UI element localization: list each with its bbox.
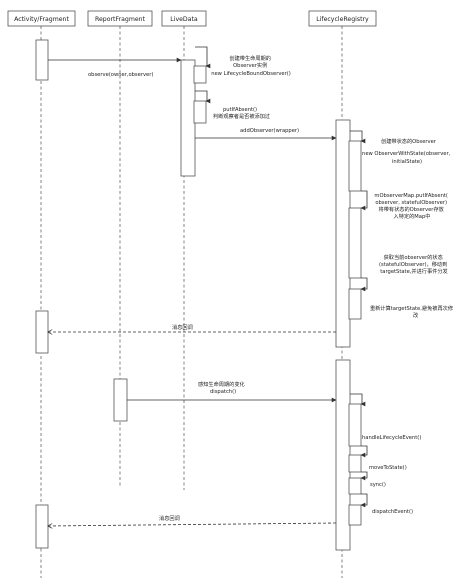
note-observer-map-line1: mObserverMap.putIfAbsent( bbox=[374, 193, 448, 199]
self-message-sync-arrow bbox=[360, 471, 368, 481]
note-create-observer-line2: Observer实例 bbox=[233, 61, 267, 69]
note-recalculate: 重新计算targetState,避免被再次修 改 bbox=[370, 304, 455, 319]
activation-registry-self-3 bbox=[348, 288, 362, 320]
note-move-to-state: moveToState() bbox=[369, 465, 407, 471]
activation-registry-1 bbox=[335, 119, 351, 348]
self-message-dispatch-event-arrow bbox=[360, 493, 368, 508]
participant-report-label: ReportFragment bbox=[95, 16, 146, 23]
note-put-if-absent-line2: 判断观察者是否被添加过 bbox=[213, 112, 270, 120]
note-create-state-observer: 创建带状态的Observer bbox=[381, 137, 437, 145]
note-observer-map-put: mObserverMap.putIfAbsent( observer, stat… bbox=[374, 193, 449, 220]
activation-livedata bbox=[180, 59, 196, 177]
participant-report: ReportFragment bbox=[87, 10, 153, 27]
activation-report bbox=[113, 378, 128, 422]
message-sense-change-label: 感知生命周期的变化 dispatch() bbox=[198, 380, 246, 395]
self-message-calculate-state-arrow bbox=[360, 277, 368, 292]
activation-activity-2 bbox=[35, 310, 49, 354]
activation-registry-self-1 bbox=[348, 140, 362, 192]
participant-registry-label: LifecycleRegistry bbox=[316, 16, 369, 23]
participant-activity: Activity/Fragment bbox=[7, 10, 76, 27]
message-add-observer-label: addObserver(wrapper) bbox=[240, 128, 299, 134]
note-recalculate-line1: 重新计算targetState,避免被再次修 bbox=[370, 304, 454, 312]
participant-activity-label: Activity/Fragment bbox=[14, 16, 69, 23]
note-create-observer-line3: new LifecycleBoundObserver() bbox=[211, 71, 291, 77]
return-callback-2-arrow bbox=[48, 522, 337, 526]
self-message-put-if-absent-arrow bbox=[195, 90, 211, 104]
activation-registry-self-5 bbox=[348, 454, 362, 473]
note-put-if-absent-line1: putIfAbsent() bbox=[223, 107, 257, 113]
note-new-observer-with-state: new ObserverWithState(observer, initialS… bbox=[362, 151, 452, 165]
note-create-observer: 创建带生命周期的 Observer实例 new LifecycleBoundOb… bbox=[211, 54, 291, 77]
return-callback-2-label: 消息回调 bbox=[159, 514, 180, 522]
participant-livedata: LiveData bbox=[161, 10, 207, 27]
note-calculate-state-line1: 获取当前observer的状态 bbox=[384, 253, 443, 261]
note-create-observer-line1: 创建带生命周期的 bbox=[229, 54, 271, 62]
self-message-move-to-state-arrow bbox=[360, 445, 368, 458]
message-sense-change-line2: dispatch() bbox=[210, 389, 236, 395]
note-handle-event: handleLifecycleEvent() bbox=[362, 435, 421, 441]
self-message-create-observer-arrow bbox=[195, 46, 211, 69]
activation-registry-self-4 bbox=[348, 403, 362, 447]
activation-registry-self-2 bbox=[348, 207, 362, 279]
note-observer-map-line3: 将带有状态的Observer存放 bbox=[379, 205, 445, 213]
note-observer-map-line2: observer, statefulObserver) bbox=[375, 200, 447, 206]
activation-livedata-self-1 bbox=[193, 65, 207, 84]
activation-activity-3 bbox=[35, 504, 49, 549]
note-recalculate-line2: 改 bbox=[413, 311, 419, 319]
activation-registry-self-7 bbox=[348, 504, 362, 526]
note-new-observer-line2: initialState) bbox=[392, 159, 422, 165]
activation-registry-self-6 bbox=[348, 477, 362, 495]
return-callback-1-label: 消息回调 bbox=[172, 323, 193, 331]
note-new-observer-line1: new ObserverWithState(observer, bbox=[362, 151, 451, 157]
activation-activity-1 bbox=[35, 39, 49, 81]
self-message-handle-event-arrow bbox=[350, 393, 366, 407]
note-put-if-absent: putIfAbsent() 判断观察者是否被添加过 bbox=[213, 107, 270, 120]
self-message-create-state-observer-arrow bbox=[350, 130, 366, 144]
note-calculate-state-line2: (statefulObserver)，移动到 bbox=[379, 260, 447, 268]
self-message-observer-map-arrow bbox=[360, 190, 368, 211]
message-observe-label: observe(owner,observer) bbox=[88, 72, 153, 78]
participant-livedata-label: LiveData bbox=[170, 16, 198, 23]
activation-registry-2 bbox=[335, 359, 351, 551]
message-sense-change-line1: 感知生命周期的变化 bbox=[198, 380, 245, 388]
note-observer-map-line4: 入特定的Map中 bbox=[394, 212, 431, 220]
note-calculate-state: 获取当前observer的状态 (statefulObserver)，移动到 t… bbox=[379, 253, 449, 275]
participant-registry: LifecycleRegistry bbox=[308, 10, 377, 27]
note-dispatch-event: dispatchEvent() bbox=[372, 509, 413, 515]
note-calculate-state-line3: targetState,并进行事件分发 bbox=[380, 267, 447, 275]
note-sync: sync() bbox=[370, 482, 386, 488]
activation-livedata-self-2 bbox=[193, 100, 207, 124]
